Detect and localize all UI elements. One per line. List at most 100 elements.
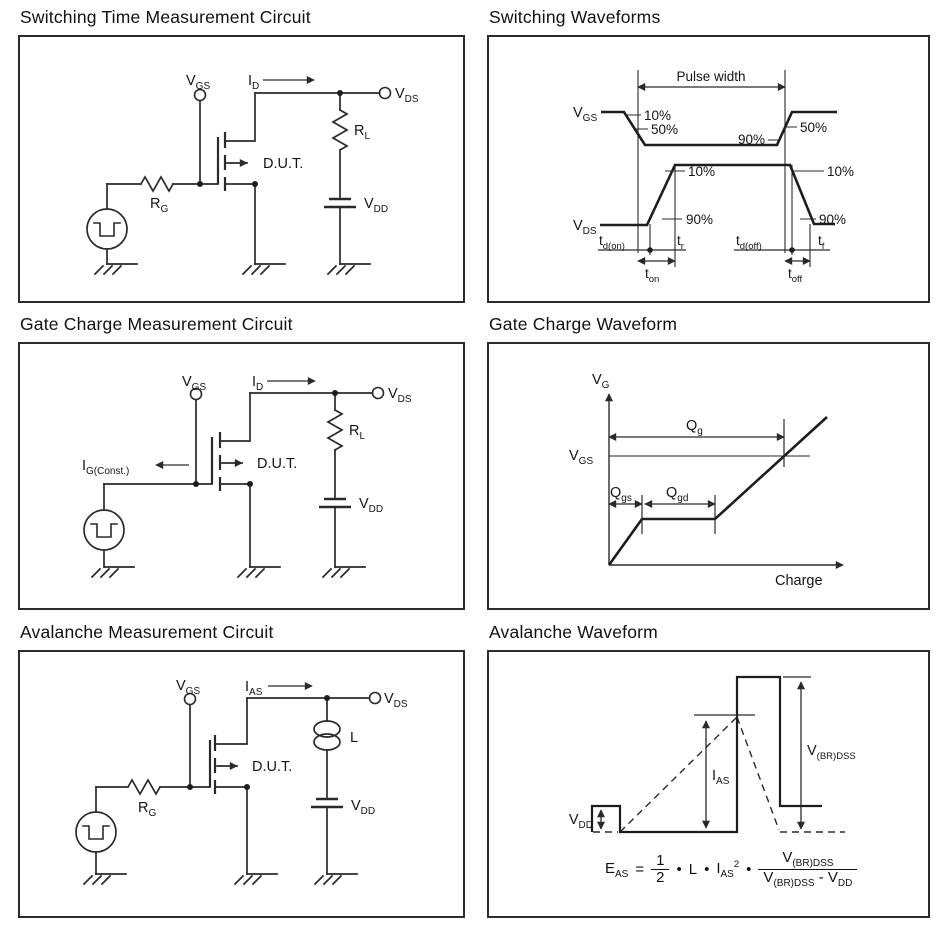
ias-label: IAS [245, 679, 263, 698]
vgs-fall-50-label: 50% [651, 122, 678, 137]
fraction-numerator: V(BR)DSS [782, 849, 834, 869]
ground-icon [241, 263, 286, 276]
switching-waveforms-diagram: Pulse width VGS VDS 10% 50% 90% 50% 10% … [573, 69, 854, 285]
avalanche-circuit-panel: VGS IAS VDS L D.U.T. RG VDD [18, 650, 465, 918]
qg-label: Qg [686, 418, 703, 437]
vgs-label: VGS [186, 73, 210, 92]
formula-lhs: EAS [605, 859, 629, 880]
ground-icon [233, 873, 278, 886]
circuit-wiring [75, 682, 382, 886]
gate-charge-waveform-panel: VG VGS Qg Qgs Qgd Charge [487, 342, 930, 610]
vg-label: VG [592, 372, 610, 391]
ton-label: ton [645, 266, 659, 285]
voltage-ratio-fraction: V(BR)DSS V(BR)DSS - VDD [758, 849, 858, 889]
gate-charge-curve [607, 416, 828, 566]
resistor-icon [326, 408, 344, 452]
gate-charge-circuit-diagram: VGS ID VDS RL D.U.T. IG(Const.) VDD [82, 374, 412, 579]
vdd-label: VDD [359, 496, 383, 515]
gate-charge-circuit-title: Gate Charge Measurement Circuit [20, 314, 293, 334]
vgs-label: VGS [182, 374, 206, 393]
id-label: ID [252, 374, 263, 393]
gate-charge-waveform-title: Gate Charge Waveform [489, 314, 678, 334]
rg-label: RG [150, 196, 168, 215]
pulse-generator-icon [83, 509, 125, 551]
rg-label: RG [138, 800, 156, 819]
switching-waveforms-title: Switching Waveforms [489, 7, 661, 27]
equals-sign: = [635, 861, 645, 878]
pulse-generator-icon [75, 811, 117, 853]
switching-waveforms-panel: Pulse width VGS VDS 10% 50% 90% 50% 10% … [487, 35, 930, 303]
vdd-label: VDD [569, 812, 593, 831]
ias-label: IAS [712, 768, 730, 787]
ias-squared-term: IAS2 [716, 859, 740, 880]
ground-icon [313, 873, 358, 886]
dut-label: D.U.T. [257, 456, 297, 472]
gate-charge-waveform-diagram: VG VGS Qg Qgs Qgd Charge [569, 372, 844, 589]
dot-operator: • [676, 861, 682, 878]
terminal-icon [183, 692, 197, 706]
vds-label: VDS [573, 218, 597, 237]
battery-icon [311, 797, 343, 809]
vgs-rise-90-label: 90% [738, 132, 765, 147]
battery-icon [319, 497, 351, 509]
switching-circuit-diagram: VGS ID VDS RL D.U.T. RG VDD [86, 73, 419, 276]
vds-pulse-waveform [590, 675, 822, 834]
avalanche-circuit-diagram: VGS IAS VDS L D.U.T. RG VDD [75, 678, 408, 886]
ground-icon [82, 873, 127, 886]
dot-operator: • [746, 861, 752, 878]
gate-charge-circuit-panel: VGS ID VDS RL D.U.T. IG(Const.) VDD [18, 342, 465, 610]
battery-icon [324, 197, 356, 209]
eas-formula: EAS = 1 2 • L • IAS2 • V(BR)DSS V(BR)DSS… [605, 849, 858, 889]
avalanche-waveform-diagram: VDD IAS V(BR)DSS [569, 675, 856, 834]
vdd-label: VDD [351, 798, 375, 817]
resistor-icon [139, 175, 175, 193]
tf-label: tf [818, 233, 825, 252]
vgs-fall-10-label: 10% [644, 108, 671, 123]
id-label: ID [248, 73, 259, 92]
circuit-wiring [86, 76, 392, 276]
pulse-generator-icon [86, 208, 128, 250]
vgs-label: VGS [573, 105, 597, 124]
resistor-icon [331, 108, 349, 152]
vds-label: VDS [384, 691, 408, 710]
rl-label: RL [349, 423, 365, 442]
waveform-lines [598, 70, 837, 267]
waveform-lines [605, 393, 844, 569]
ground-icon [326, 263, 371, 276]
switching-circuit-panel: VGS ID VDS RL D.U.T. RG VDD [18, 35, 465, 303]
dut-label: D.U.T. [252, 759, 292, 775]
terminal-icon [193, 88, 207, 102]
vds-fall-90-label: 90% [819, 212, 846, 227]
one-half-fraction: 1 2 [651, 852, 670, 887]
vds-rise-10-label: 10% [688, 164, 715, 179]
vdd-label: VDD [364, 196, 388, 215]
current-ramp-dashed [619, 716, 780, 833]
terminal-icon [189, 387, 203, 401]
circuit-wiring [83, 377, 385, 579]
qgd-label: Qgd [666, 485, 688, 504]
vgs-waveform [601, 110, 837, 147]
vds-rise-90-label: 90% [686, 212, 713, 227]
qgs-label: Qgs [610, 485, 632, 504]
vgs-rise-50-label: 50% [800, 120, 827, 135]
dut-label: D.U.T. [263, 156, 303, 172]
avalanche-waveform-title: Avalanche Waveform [489, 622, 658, 642]
avalanche-circuit-title: Avalanche Measurement Circuit [20, 622, 274, 642]
terminal-icon [371, 386, 385, 400]
ground-icon [93, 263, 138, 276]
inductor-icon [313, 720, 341, 751]
inductor-label: L [350, 730, 358, 746]
resistor-icon [126, 778, 162, 796]
pulse-width-label: Pulse width [676, 69, 745, 84]
rl-label: RL [354, 123, 370, 142]
ground-icon [90, 566, 135, 579]
vds-fall-10-label: 10% [827, 164, 854, 179]
vgs-label: VGS [176, 678, 200, 697]
terminal-icon [378, 86, 392, 100]
avalanche-waveform-panel: VDD IAS V(BR)DSS EAS = 1 2 • L • IAS2 • … [487, 650, 930, 918]
toff-label: toff [788, 266, 803, 285]
vds-label: VDS [395, 86, 419, 105]
td-off-label: td(off) [736, 233, 762, 252]
dot-operator: • [704, 861, 710, 878]
